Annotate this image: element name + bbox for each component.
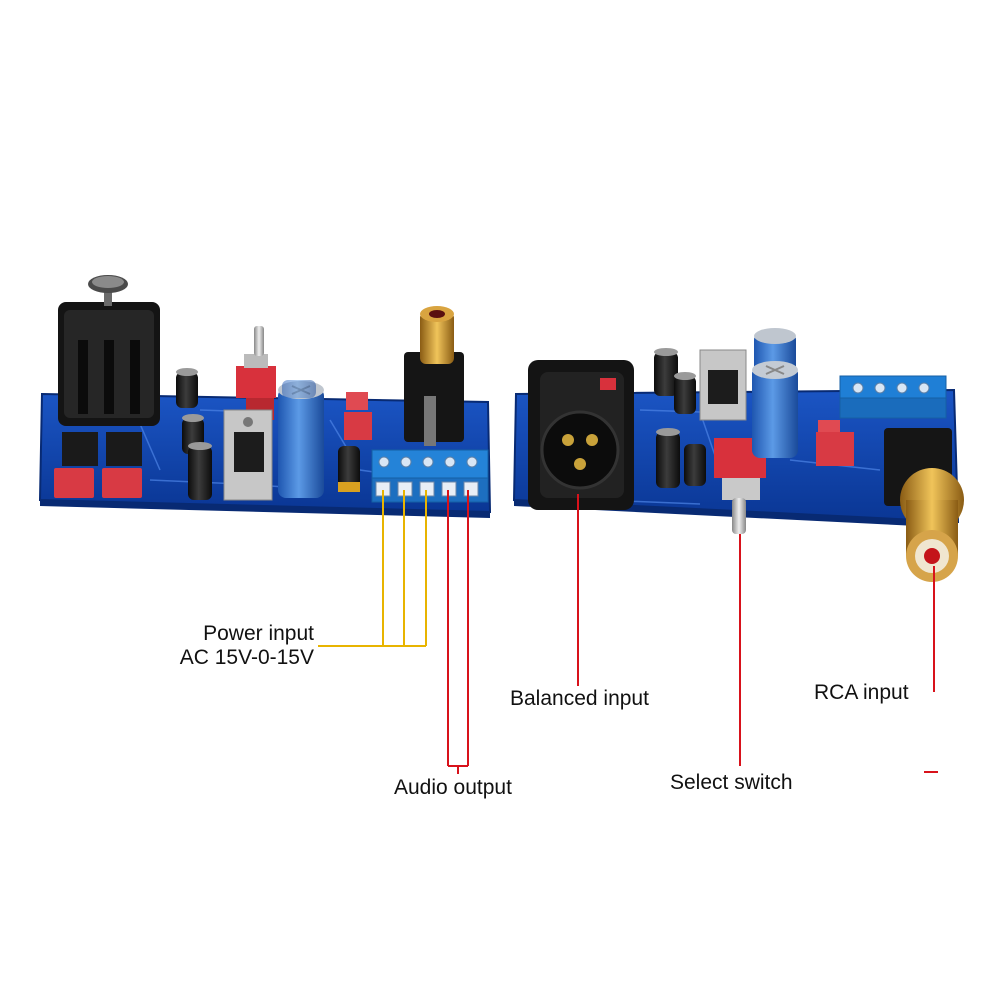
- power-input-callout-lines: [318, 490, 427, 647]
- power-input-voltage: AC 15V-0-15V: [179, 646, 314, 669]
- rca-jack-left: [404, 306, 464, 446]
- right-pcb-board: [512, 328, 964, 582]
- audio-output-callout-lines: [447, 490, 469, 774]
- blue-electrolytic-capacitors-left: [278, 380, 324, 498]
- red-film-capacitor-right: [816, 420, 854, 466]
- rca-jack-right: [884, 428, 964, 582]
- dip-ic-chips: [62, 432, 142, 466]
- red-film-capacitors: [54, 392, 372, 498]
- audio-output-label: Audio output: [394, 776, 512, 799]
- terminal-block-right: [839, 375, 947, 419]
- small-radial-capacitor-left: [338, 446, 360, 492]
- voltage-regulator-right: [699, 349, 747, 421]
- select-switch-label: Select switch: [670, 771, 793, 794]
- power-input-label: Power input AC 15V-0-15V: [180, 622, 314, 670]
- power-input-title: Power input: [203, 622, 314, 645]
- black-electrolytic-capacitors: [176, 368, 212, 500]
- terminal-block-left: [371, 449, 489, 503]
- black-electrolytic-capacitors-right: [654, 348, 706, 488]
- xlr-male-connector: [58, 275, 160, 426]
- balanced-input-label: Balanced input: [510, 687, 649, 710]
- blue-electrolytic-capacitors-right: [752, 328, 798, 458]
- rca-input-label: RCA input: [814, 681, 909, 704]
- xlr-female-connector: [528, 360, 634, 510]
- left-pcb-board: [38, 275, 492, 518]
- voltage-regulator-left: [223, 409, 273, 501]
